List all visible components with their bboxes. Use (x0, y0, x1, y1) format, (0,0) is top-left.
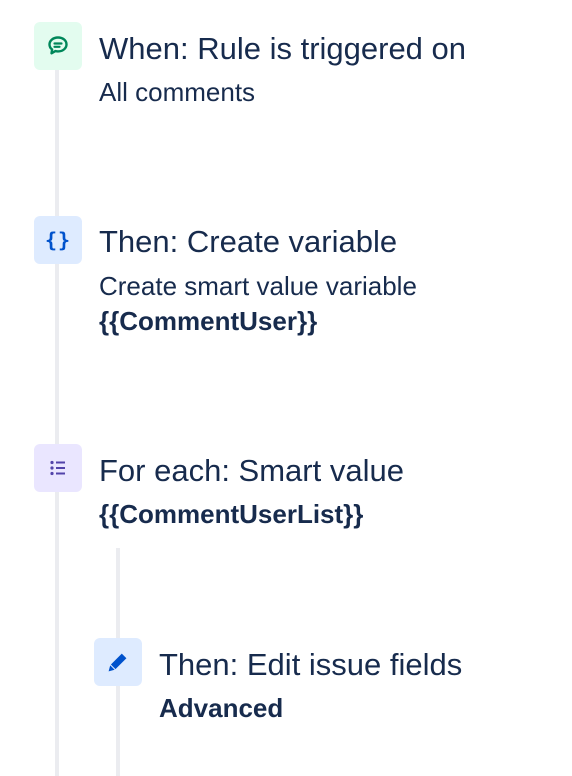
pencil-icon (94, 638, 142, 686)
braces-glyph: {} (44, 228, 72, 252)
comment-icon (34, 22, 82, 70)
branch-step[interactable]: For each: Smart value {{CommentUserList}… (34, 444, 534, 534)
trigger-step-title: When: Rule is triggered on (99, 31, 467, 66)
braces-icon: {} (34, 216, 82, 264)
create-variable-step-value: {{CommentUser}} (99, 306, 318, 336)
rule-flow-connector (55, 70, 59, 776)
create-variable-step-detail: Create smart value variable (99, 271, 417, 301)
branch-step-title: For each: Smart value (99, 453, 404, 488)
create-variable-step-title: Then: Create variable (99, 224, 398, 259)
edit-issue-fields-step-value: Advanced (159, 693, 284, 723)
edit-issue-fields-step-title: Then: Edit issue fields (159, 647, 463, 682)
create-variable-step[interactable]: {} Then: Create variable Create smart va… (34, 216, 534, 340)
list-icon (34, 444, 82, 492)
edit-issue-fields-step[interactable]: Then: Edit issue fields Advanced (94, 638, 544, 728)
trigger-step[interactable]: When: Rule is triggered on All comments (34, 22, 534, 112)
trigger-step-detail: All comments (99, 77, 256, 107)
branch-step-value: {{CommentUserList}} (99, 499, 364, 529)
